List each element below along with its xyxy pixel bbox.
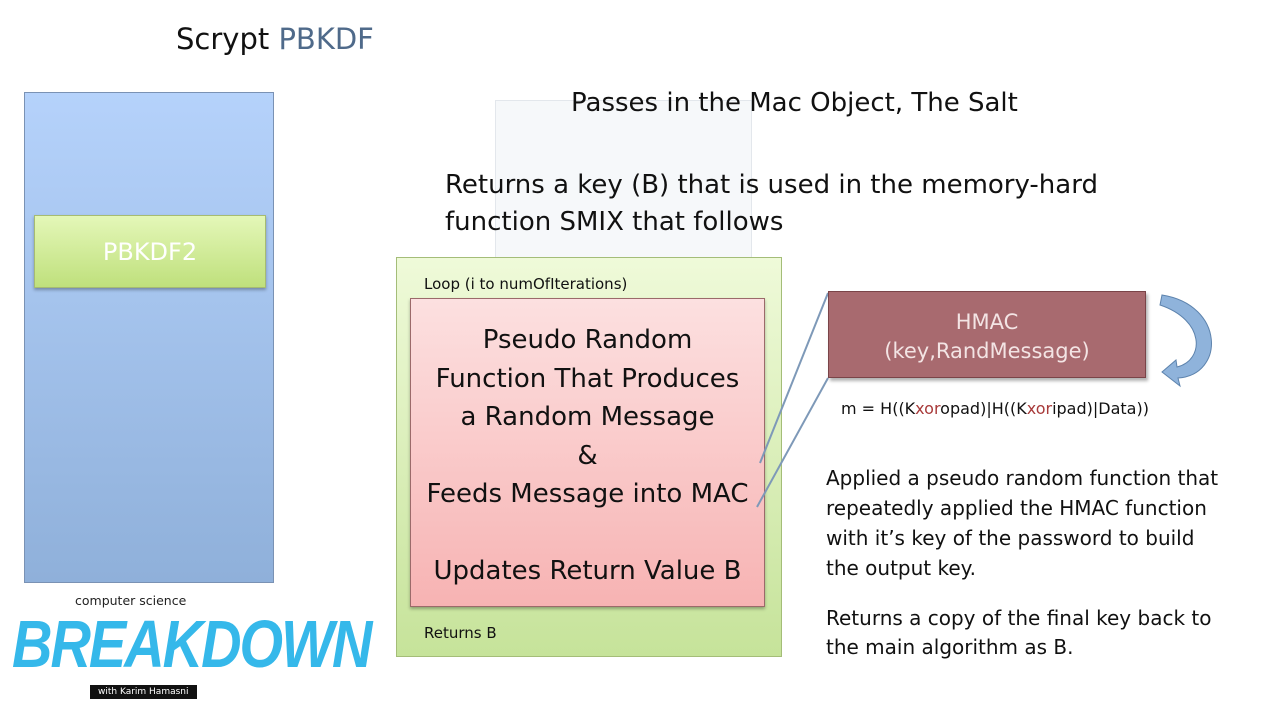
formula-xor: xor [915,399,941,418]
returns-text: Returns a key (B) that is used in the me… [445,167,1098,241]
connector-line [759,292,829,464]
returns-line: function SMIX that follows [445,207,784,237]
prf-line: a Random Message [460,402,715,432]
logo-ribbon: with Karim Hamasni [90,685,197,699]
prf-box: Pseudo Random Function That Produces a R… [410,298,765,607]
prf-line: Feeds Message into MAC [426,479,749,509]
hmac-title: HMAC [955,310,1019,334]
headline: Passes in the Mac Object, The Salt [571,88,1018,118]
description-line: the output key. [826,556,977,580]
hmac-block: HMAC (key,RandMessage) [828,291,1146,378]
description-line: with it’s key of the password to build [826,526,1195,550]
description-returns: Returns a copy of the final key back to … [826,604,1246,662]
hmac-formula: m = H((Kxoropad)|H((Kxoripad)|Data)) [841,399,1149,418]
pbkdf2-block: PBKDF2 [34,215,266,288]
scrypt-column [24,92,274,583]
loop-arrow-icon [1159,294,1212,388]
channel-logo: computer science BREAKDOWN with Karim Ha… [10,593,372,708]
description-line: Applied a pseudo random function that [826,466,1219,490]
prf-line: & [577,440,598,471]
returns-line: Returns a key (B) that is used in the me… [445,170,1098,200]
prf-line: Updates Return Value B [433,555,742,586]
description-line: the main algorithm as B. [826,635,1074,659]
formula-part: opad)|H((K [940,399,1027,418]
prf-line: Pseudo Random [482,325,693,355]
slide-title: Scrypt PBKDF [176,22,374,56]
title-main: Scrypt [176,22,270,56]
title-accent: PBKDF [278,22,374,56]
formula-part: ipad)|Data)) [1052,399,1149,418]
description-line: repeatedly applied the HMAC function [826,496,1207,520]
loop-label: Loop (i to numOfIterations) [424,275,628,293]
prf-line: Function That Produces [435,363,740,394]
hmac-args: (key,RandMessage) [884,339,1090,363]
formula-xor: xor [1026,399,1053,418]
formula-part: m = H((K [841,399,916,418]
description: Applied a pseudo random function that re… [826,463,1246,583]
logo-main-text: BREAKDOWN [12,605,372,682]
connector-line [756,377,829,508]
loop-footer: Returns B [424,624,497,642]
description-line: Returns a copy of the final key back to [826,606,1212,630]
logo-top-text: computer science [75,593,187,608]
